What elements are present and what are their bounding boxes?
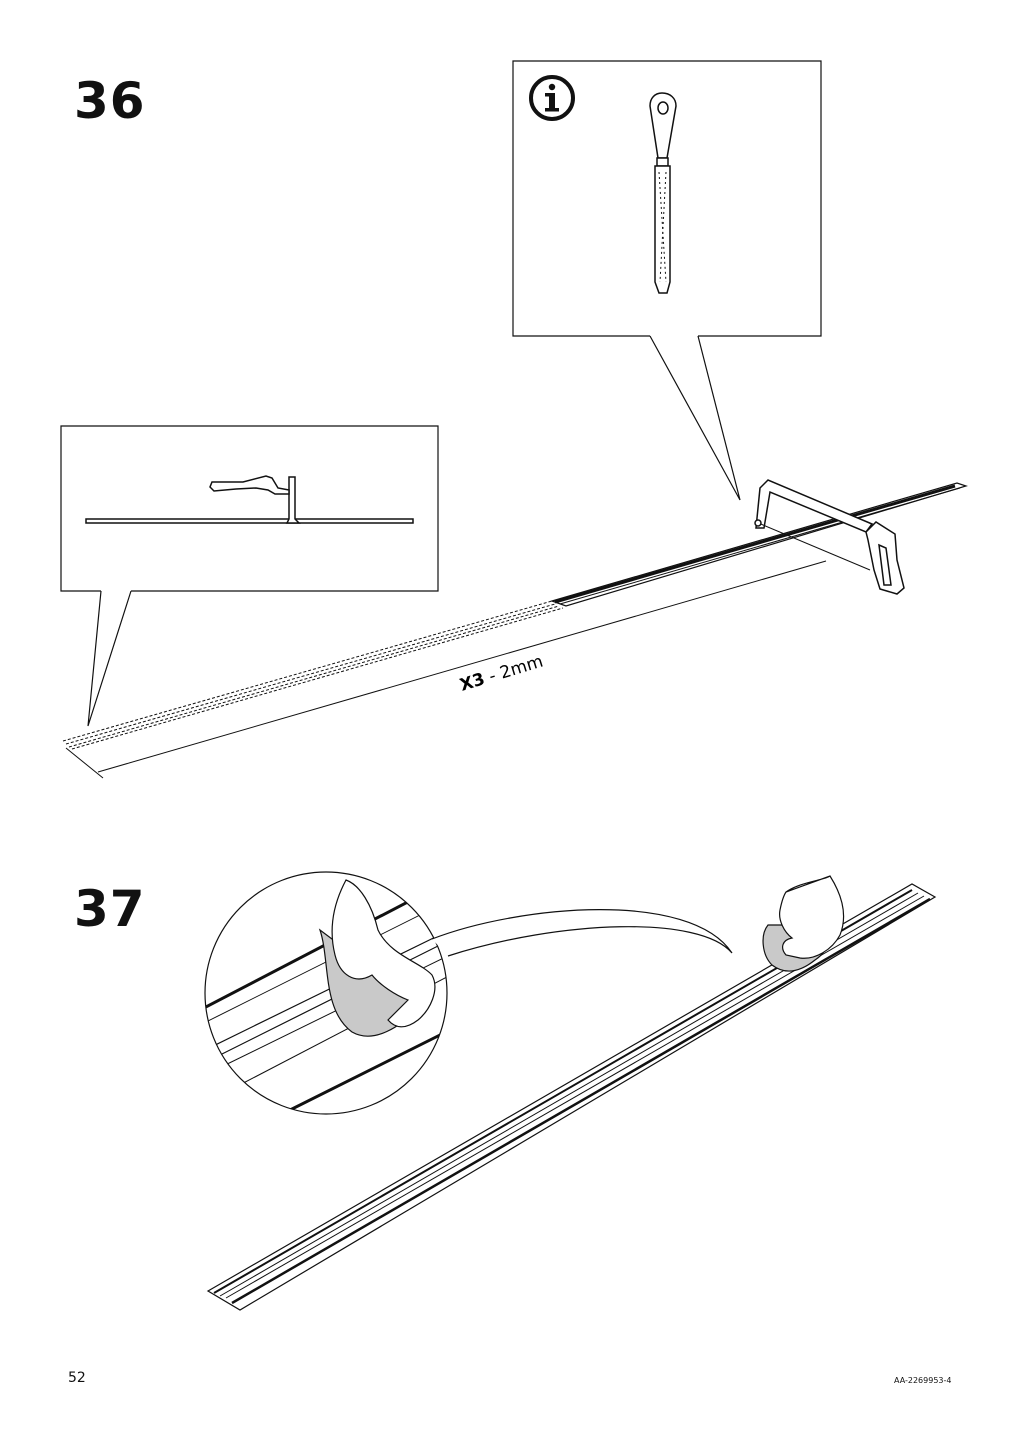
zoom-circle [204,871,733,1115]
hacksaw-icon [754,479,905,595]
profile-callout [60,425,439,727]
dimension-suffix: - 2mm [481,652,545,689]
file-tool-icon [649,92,677,294]
hand-with-cloth-icon [762,875,845,972]
document-code: AA-2269953-4 [894,1376,952,1385]
info-icon [529,75,575,121]
profile-section-icon [85,475,414,524]
svg-text:X3 - 2mm: X3 - 2mm [458,652,546,696]
page-number: 52 [68,1370,86,1386]
step-number-37: 37 [74,880,146,938]
step-number-36: 36 [74,72,146,130]
rail-step36 [62,482,968,779]
info-callout [512,60,822,501]
